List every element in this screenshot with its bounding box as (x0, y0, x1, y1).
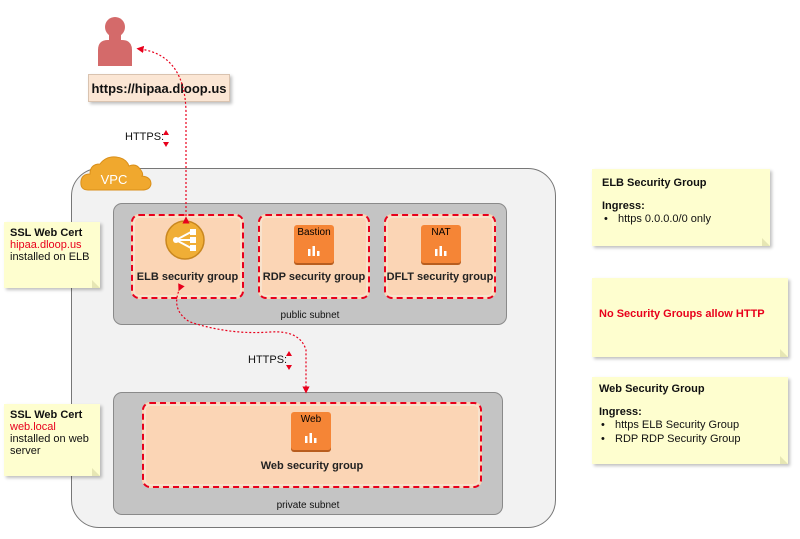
instance-chart-icon (435, 246, 447, 256)
elb-sg-note-title: ELB Security Group (602, 177, 707, 189)
elb-sg-note: ELB Security Group Ingress: https 0.0.0.… (592, 169, 770, 246)
rdp-security-group: Bastion RDP security group (258, 214, 370, 299)
ssl-web-note-title: SSL Web Cert (10, 409, 83, 421)
web-instance-label: Web (300, 414, 322, 425)
load-balancer-icon (165, 220, 205, 260)
https-label: HTTPS: (248, 354, 288, 366)
public-subnet-label: public subnet (280, 310, 340, 321)
web-security-group: Web Web security group (142, 402, 482, 488)
nat-instance: NAT (421, 225, 461, 263)
web-sg-note: Web Security Group Ingress: https ELB Se… (592, 377, 788, 464)
web-sg-ingress-item: RDP RDP Security Group (599, 432, 788, 446)
ssl-web-note-text: server (10, 445, 41, 457)
ssl-elb-note-text: installed on ELB (10, 251, 90, 263)
elb-sg-ingress-item: https 0.0.0.0/0 only (602, 212, 770, 226)
https-label: HTTPS: (125, 131, 165, 143)
dflt-security-group: NAT DFLT security group (384, 214, 496, 299)
instance-chart-icon (308, 246, 320, 256)
web-security-group-label: Web security group (260, 460, 364, 472)
ssl-elb-note-domain: hipaa.dloop.us (10, 239, 82, 251)
ssl-web-note: SSL Web Cert web.local installed on web … (4, 404, 100, 476)
elb-security-group: ELB security group (131, 214, 244, 299)
bastion-instance: Bastion (294, 225, 334, 263)
no-http-note: No Security Groups allow HTTP (592, 278, 788, 357)
web-sg-note-ingress: Ingress: (599, 406, 642, 418)
vpc-label: VPC (101, 172, 128, 187)
web-instance: Web (291, 412, 331, 450)
elb-security-group-label: ELB security group (136, 271, 239, 283)
nat-instance-label: NAT (431, 227, 451, 238)
elb-sg-note-ingress: Ingress: (602, 200, 645, 212)
vpc-cloud-icon: VPC (80, 156, 152, 191)
private-subnet-label: private subnet (276, 500, 340, 511)
url-box: https://hipaa.dloop.us (88, 74, 230, 102)
web-sg-ingress-item: https ELB Security Group (599, 418, 788, 432)
dflt-security-group-label: DFLT security group (386, 271, 494, 283)
bastion-instance-label: Bastion (297, 227, 331, 238)
ssl-elb-note: SSL Web Cert hipaa.dloop.us installed on… (4, 222, 100, 288)
web-sg-note-title: Web Security Group (599, 383, 705, 395)
no-http-note-text: No Security Groups allow HTTP (599, 308, 765, 320)
user-icon (98, 17, 132, 66)
rdp-security-group-label: RDP security group (262, 271, 366, 283)
instance-chart-icon (305, 433, 317, 443)
ssl-web-note-domain: web.local (10, 421, 56, 433)
ssl-web-note-text: installed on web (10, 433, 89, 445)
ssl-elb-note-title: SSL Web Cert (10, 227, 83, 239)
